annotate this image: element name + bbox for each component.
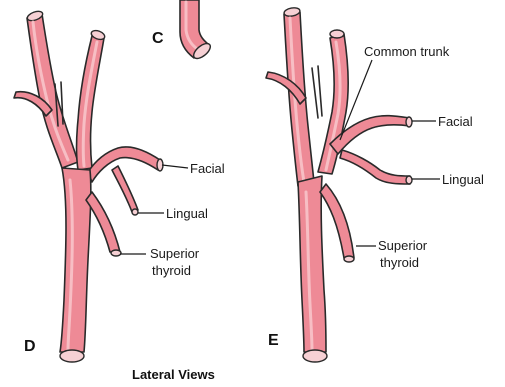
- panel-d-lingual-label: Lingual: [166, 206, 208, 221]
- panel-c-letter: C: [152, 30, 164, 48]
- panel-d-superior-thyroid-label-line2: thyroid: [152, 263, 191, 278]
- panel-d-artery: [14, 10, 163, 362]
- panel-e-artery: [266, 7, 412, 362]
- panel-e-common-trunk-label: Common trunk: [364, 44, 449, 59]
- panel-d-letter: D: [24, 338, 36, 356]
- panel-d-facial-label: Facial: [190, 161, 225, 176]
- panel-e-facial-label: Facial: [438, 114, 473, 129]
- panel-e-lingual-label: Lingual: [442, 172, 484, 187]
- panel-e-superior-thyroid-label-line1: Superior: [378, 238, 427, 253]
- panel-e-letter: E: [268, 332, 279, 350]
- panel-e-superior-thyroid-label-line2: thyroid: [380, 255, 419, 270]
- panel-d-superior-thyroid-label-line1: Superior: [150, 246, 199, 261]
- panel-d-facial-leader: [162, 165, 188, 168]
- panel-c-artery-fragment: [180, 0, 213, 61]
- figure-caption: Lateral Views: [132, 367, 215, 382]
